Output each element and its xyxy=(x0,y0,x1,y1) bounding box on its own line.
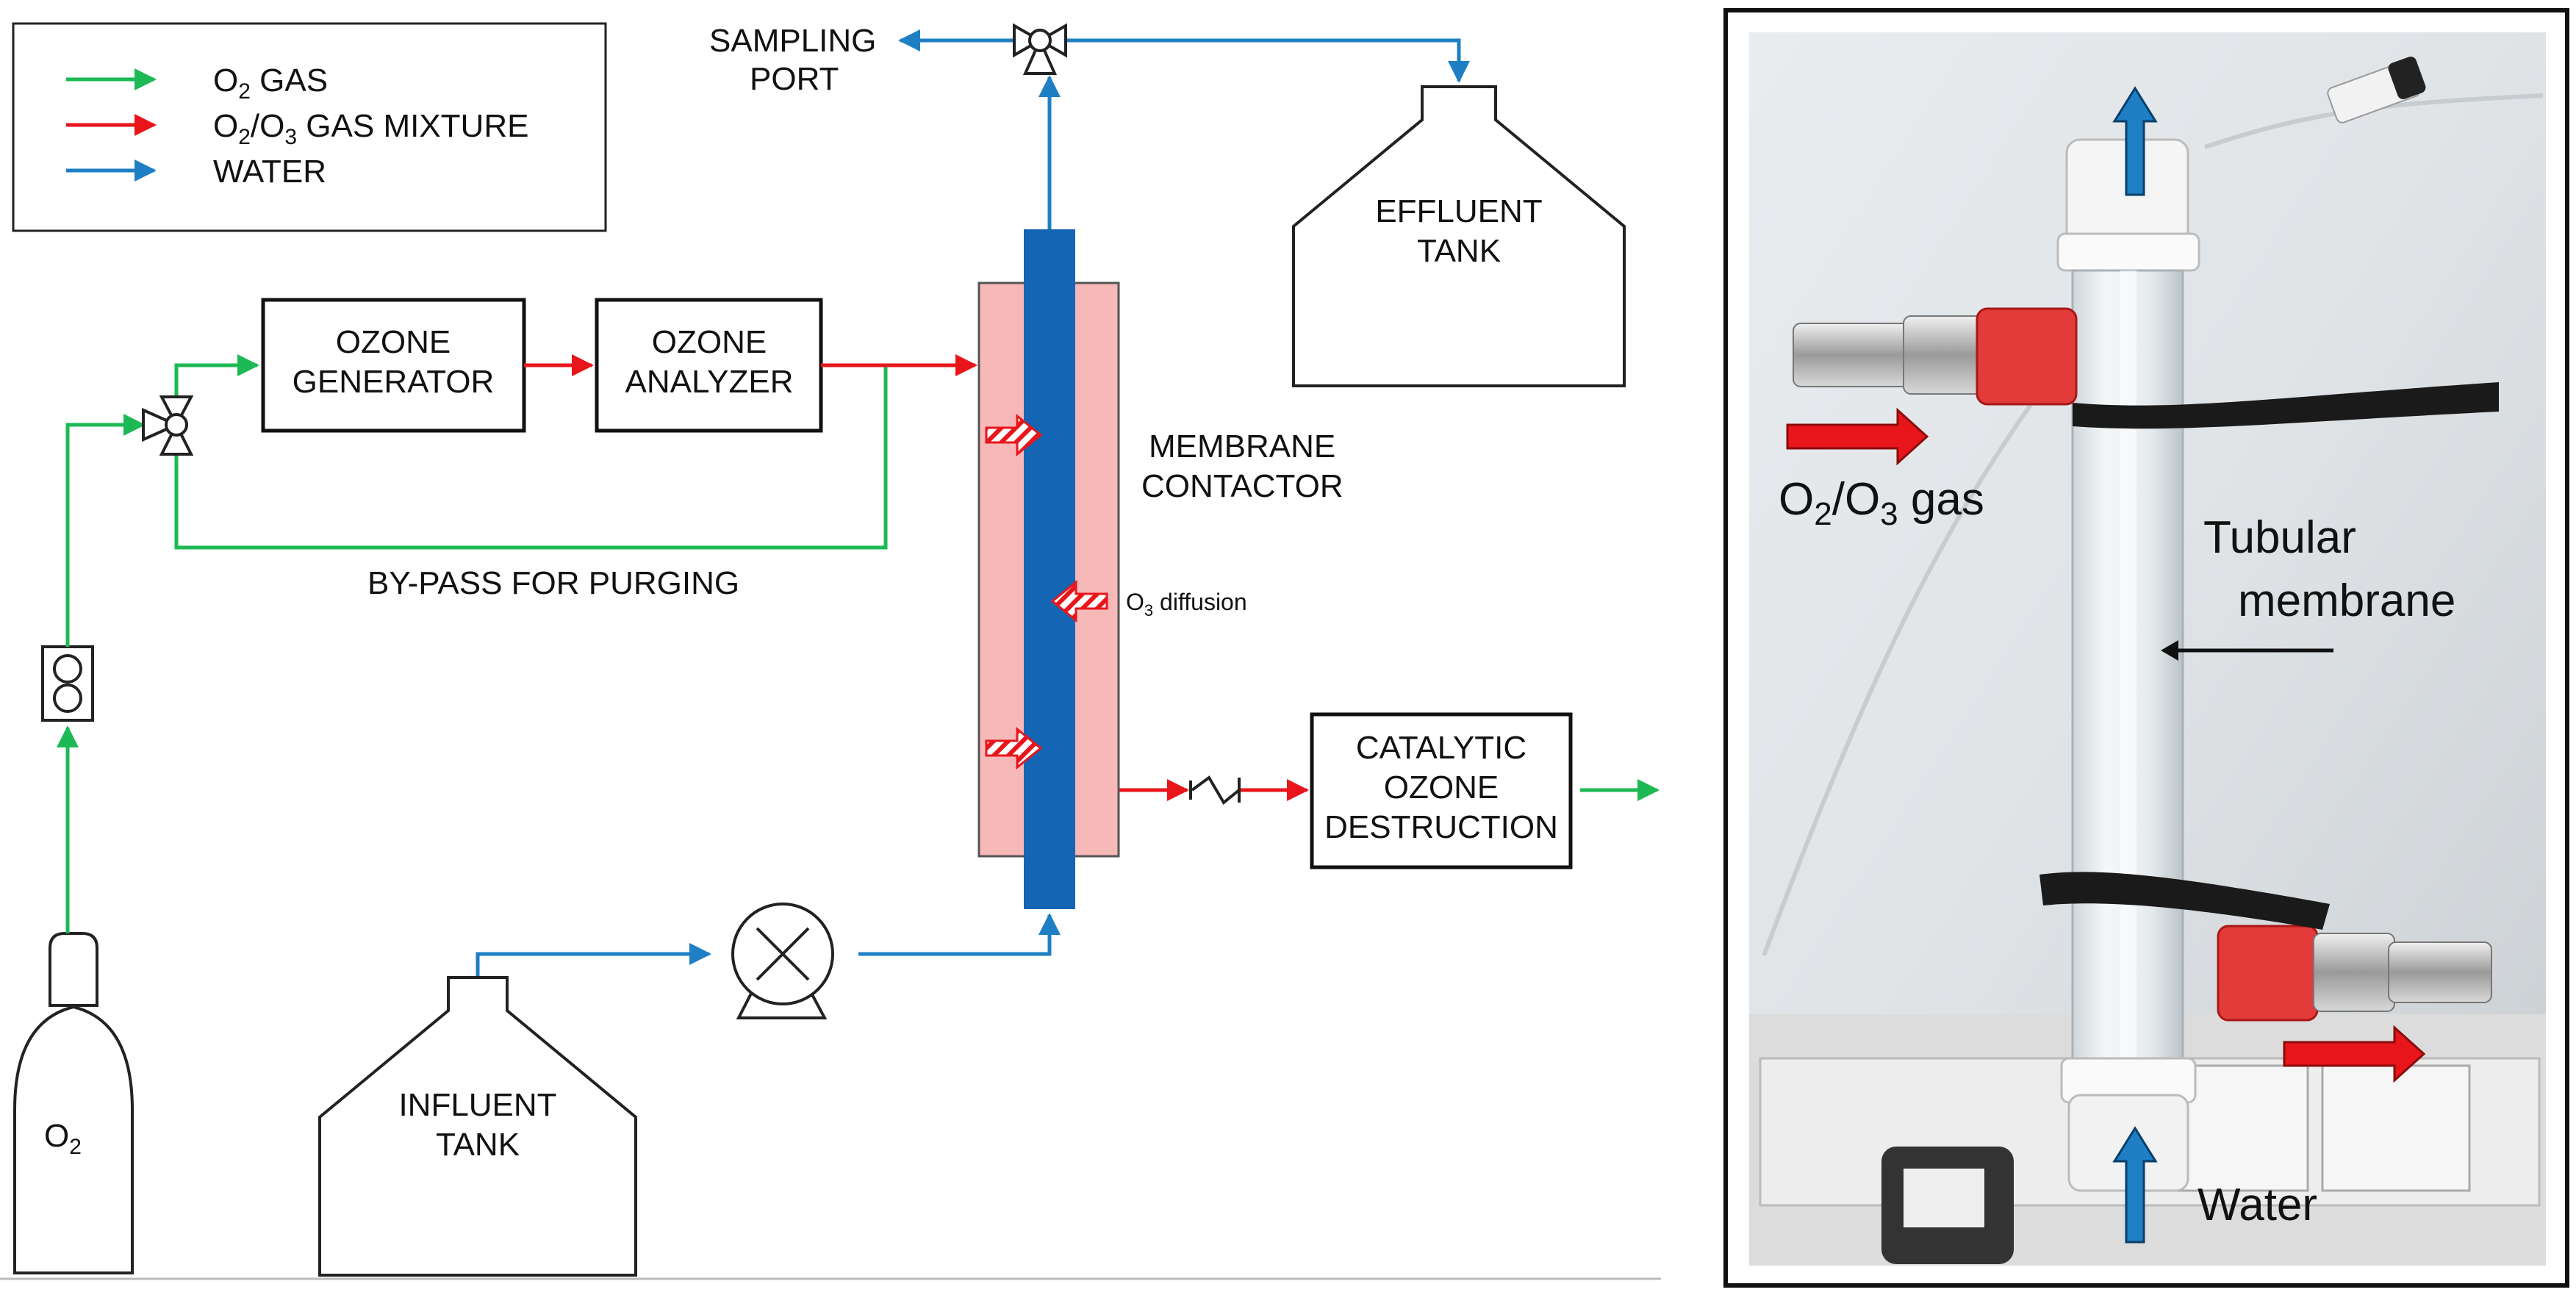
influent-tank-line2: TANK xyxy=(436,1127,520,1163)
legend-o2-label: O2 GAS xyxy=(213,62,328,104)
water-in-arrow xyxy=(2112,1126,2158,1244)
diffusion-arrow-in-bottom xyxy=(985,726,1043,770)
ozone-generator-box: OZONE GENERATOR xyxy=(261,298,526,433)
ozone-analyzer-line2: ANALYZER xyxy=(625,364,793,400)
sampling-port-line1: SAMPLING xyxy=(709,23,876,59)
check-valve xyxy=(1189,775,1241,806)
membrane-label-line2: CONTACTOR xyxy=(1141,468,1343,504)
o3-diffusion-label: O3 diffusion xyxy=(1126,589,1247,620)
photo-water-label: Water xyxy=(2198,1180,2317,1230)
legend-water-label: WATER xyxy=(213,154,326,190)
influent-tank-line1: INFLUENT xyxy=(398,1087,556,1123)
effluent-tank-line1: EFFLUENT xyxy=(1375,193,1542,229)
water-lines xyxy=(476,29,1470,977)
catalytic-line1: CATALYTIC xyxy=(1356,730,1526,766)
catalytic-ozone-destruction-box: CATALYTIC OZONE DESTRUCTION xyxy=(1310,712,1573,869)
bypass-label: BY-PASS FOR PURGING xyxy=(367,565,739,601)
legend-mixture-label: O2/O3 GAS MIXTURE xyxy=(213,108,528,149)
flow-meter xyxy=(41,645,94,722)
catalytic-line3: DESTRUCTION xyxy=(1324,809,1558,845)
membrane-label-line1: MEMBRANE xyxy=(1149,428,1335,464)
gas-out-arrow xyxy=(2283,1025,2426,1083)
diffusion-arrow-in-top xyxy=(985,413,1043,457)
photo-panel: O2/O3 gas Tubular membrane Water xyxy=(1723,8,2569,1288)
o2o3-mixture-lines xyxy=(524,354,1309,801)
o2-gas-lines xyxy=(57,354,1660,933)
ozone-analyzer-box: OZONE ANALYZER xyxy=(595,298,823,433)
ozone-generator-line1: OZONE xyxy=(336,324,451,360)
water-out-arrow xyxy=(2112,86,2158,196)
effluent-tank-line2: TANK xyxy=(1417,233,1501,269)
ozone-analyzer-line1: OZONE xyxy=(652,324,767,360)
o2-cylinder-label: O2 xyxy=(44,1118,82,1159)
catalytic-line2: OZONE xyxy=(1384,770,1499,806)
three-way-valve-sampling[interactable] xyxy=(1013,23,1067,75)
ozone-generator-line2: GENERATOR xyxy=(293,364,495,400)
legend: O2 GAS O2/O3 GAS MIXTURE WATER xyxy=(12,22,607,232)
effluent-tank: EFFLUENT TANK xyxy=(1292,85,1626,387)
pump[interactable] xyxy=(731,903,834,1019)
o2-cylinder: O2 xyxy=(13,932,134,1274)
membrane-contactor: MEMBRANE CONTACTOR O3 diffusion xyxy=(977,229,1343,909)
sampling-port-line2: PORT xyxy=(750,61,839,97)
membrane-core xyxy=(1024,229,1075,909)
photo-tubular-line1: Tubular xyxy=(2203,512,2356,563)
three-way-valve-inlet[interactable] xyxy=(142,395,194,456)
gas-in-arrow xyxy=(1786,407,1929,466)
diffusion-arrow-out xyxy=(1050,579,1108,623)
influent-tank: INFLUENT TANK xyxy=(318,976,637,1277)
photo-tubular-line2: membrane xyxy=(2238,575,2455,626)
